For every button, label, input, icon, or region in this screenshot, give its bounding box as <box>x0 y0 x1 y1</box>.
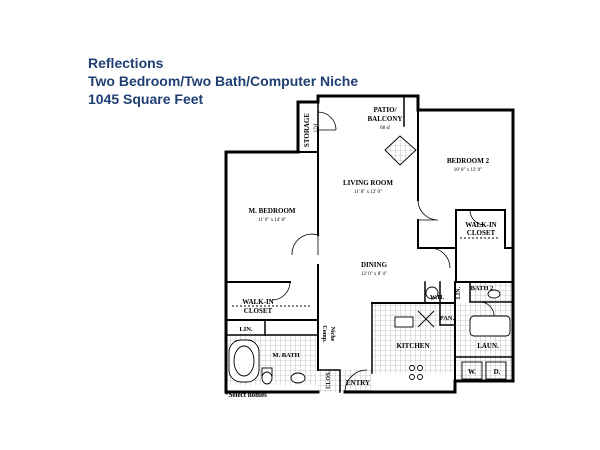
plan-title: Reflections <box>88 55 164 71</box>
plan-square-feet: 1045 Square Feet <box>88 91 204 107</box>
water-heater-icon <box>425 286 439 300</box>
fixtures <box>228 135 511 385</box>
balcony-label: BALCONY <box>367 115 402 123</box>
entry-label: ENTRY <box>346 379 370 387</box>
room-labels: STORAGE 17sf PATIO/ BALCONY 68 sf LIVING… <box>239 106 500 389</box>
living-room-label: LIVING ROOM <box>343 179 393 187</box>
closet2-door <box>469 209 486 226</box>
dining-label: DINING <box>361 261 388 269</box>
master-bath-label: M. BATH <box>272 352 299 359</box>
walkinm-label: WALK-IN <box>242 298 274 306</box>
comp-label: Comp. <box>321 325 327 343</box>
storage-label: STORAGE <box>303 113 311 147</box>
kitchen-sink-icon <box>394 316 414 328</box>
entry-tile <box>318 370 372 392</box>
bath2-door <box>479 301 495 317</box>
bath2-sink-icon <box>487 289 501 299</box>
plan-subtitle: Two Bedroom/Two Bath/Computer Niche <box>88 73 359 89</box>
hall-door <box>429 247 451 269</box>
master-bedroom-dim: 11' 0" x 14' 8" <box>258 218 286 223</box>
plan-header: Reflections Two Bedroom/Two Bath/Compute… <box>88 54 358 108</box>
water-heater-label: W.H. <box>430 294 445 301</box>
niche-label: Niche <box>329 327 335 342</box>
washer-label: W. <box>468 368 476 376</box>
pantry-label: PAN. <box>440 315 455 322</box>
linen2-label: LIN. <box>456 286 462 299</box>
walkin2-label: WALK-IN <box>465 221 497 229</box>
kitchen-label: KITCHEN <box>396 342 429 350</box>
sink-icon <box>290 372 306 384</box>
dryer-label: D. <box>494 368 501 376</box>
bedroom2-door <box>417 199 439 221</box>
footnote: *Select homes <box>225 391 267 399</box>
living-room-dim: 11' 8" x 12' 0" <box>354 190 382 195</box>
dining-dim: 12' 0" x 8' 4" <box>361 272 387 277</box>
laundry-label: LAUN. <box>477 342 499 350</box>
patio-dim: 68 sf <box>380 126 390 131</box>
closet-label: CLOS. <box>326 371 332 389</box>
patio-label: PATIO/ <box>373 106 397 114</box>
storage-dim: 17sf <box>314 123 319 132</box>
washer-icon <box>461 361 483 380</box>
entry-door <box>344 369 368 393</box>
kitchen-tile <box>372 303 454 373</box>
bath2-label: BATH 2 <box>471 285 494 292</box>
exterior-wall-left <box>224 150 320 394</box>
dryer-icon <box>485 361 507 380</box>
master-bedroom-label: M. BEDROOM <box>248 207 295 215</box>
walkinm-closet-label: CLOSET <box>244 307 273 315</box>
walkin2-closet-label: CLOSET <box>467 229 496 237</box>
door-swings <box>271 111 495 393</box>
master-door <box>291 233 319 256</box>
bedroom2-label: BEDROOM 2 <box>447 157 490 165</box>
bath2-tub-icon <box>469 315 511 337</box>
patio-door <box>317 111 337 131</box>
linen-master-label: LIN. <box>239 326 253 333</box>
bedroom2-dim: 10' 8" x 12' 0" <box>454 168 482 173</box>
walls <box>224 94 515 394</box>
fireplace-icon <box>384 135 417 166</box>
pantry-x <box>417 310 435 328</box>
closetm-door <box>271 281 291 301</box>
range-icon <box>409 365 415 371</box>
